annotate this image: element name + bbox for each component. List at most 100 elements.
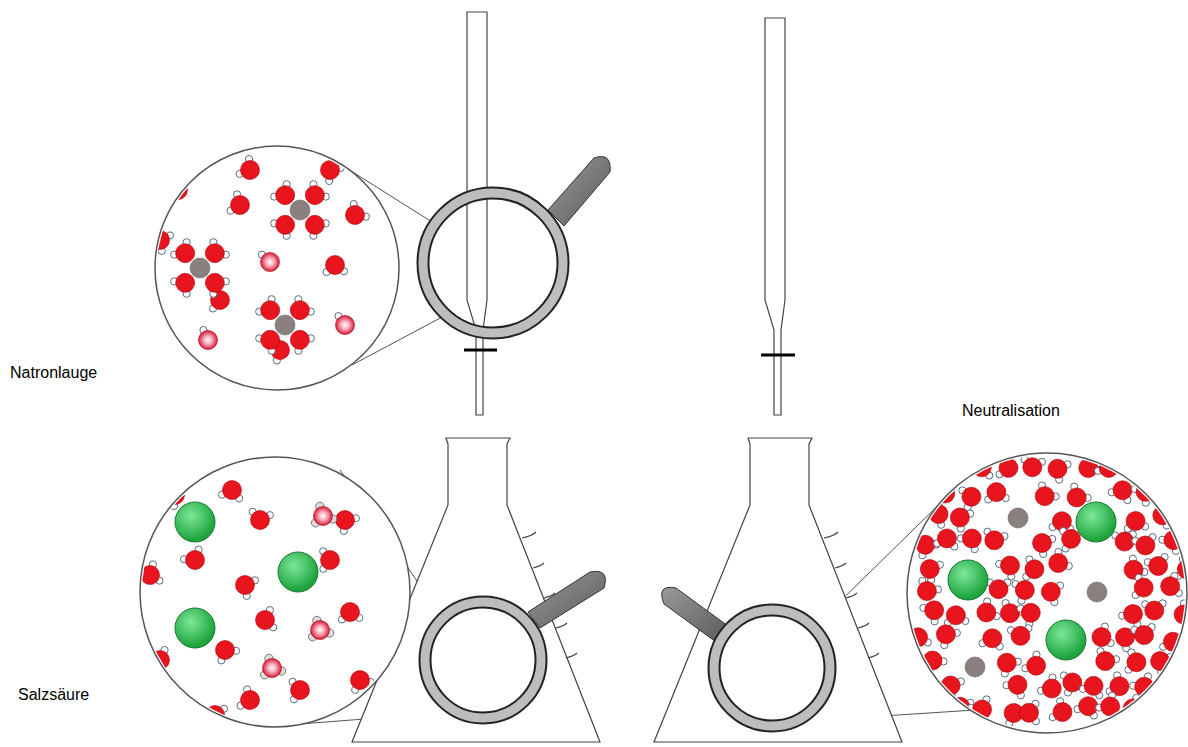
hydroxide-ion	[261, 253, 280, 272]
hydrogen-atom	[1148, 475, 1155, 482]
water-molecule	[962, 529, 981, 548]
water-molecule	[1171, 652, 1188, 671]
hydrogen-atom	[1179, 555, 1186, 562]
water-molecule	[1041, 582, 1060, 601]
hydrogen-atom	[937, 715, 944, 722]
water-molecule	[985, 531, 1004, 550]
burette-marks	[464, 350, 795, 355]
hydrogen-atom	[1138, 711, 1145, 718]
water-molecule	[1113, 481, 1132, 500]
water-molecule	[336, 511, 355, 530]
water-molecule	[923, 651, 942, 670]
water-molecule	[186, 551, 205, 570]
water-molecule	[1092, 628, 1111, 647]
water-molecule	[1042, 679, 1061, 698]
water-molecule	[1033, 533, 1052, 552]
water-molecule	[326, 256, 345, 275]
hydrogen-atom	[1187, 662, 1188, 669]
hydrogen-atom	[958, 714, 965, 721]
water-molecule	[1067, 488, 1086, 507]
hydrogen-atom	[937, 697, 944, 704]
water-molecule	[1170, 505, 1188, 524]
water-molecule	[341, 603, 360, 622]
hydrogen-atom	[1001, 454, 1008, 461]
water-molecule	[924, 700, 943, 719]
water-molecule	[305, 186, 324, 205]
water-molecule	[1164, 531, 1183, 550]
hydrogen-atom	[1175, 688, 1182, 695]
water-molecule	[1015, 581, 1034, 600]
water-molecule	[261, 301, 280, 320]
water-molecule	[1008, 675, 1027, 694]
sodium-ion	[1008, 508, 1028, 528]
water-molecule	[1135, 626, 1154, 645]
water-molecule	[1177, 560, 1188, 579]
water-molecule	[351, 671, 370, 690]
water-molecule	[1170, 457, 1188, 476]
water-molecule	[1096, 652, 1115, 671]
water-molecule	[1174, 605, 1188, 624]
water-molecule	[169, 181, 188, 200]
water-molecule	[276, 186, 295, 205]
chloride-ion	[948, 560, 988, 600]
hydrogen-atom	[1172, 501, 1179, 508]
water-molecule	[1001, 556, 1020, 575]
water-molecule	[1150, 698, 1169, 717]
water-molecule	[951, 697, 970, 716]
water-molecule	[1153, 506, 1172, 525]
water-molecule	[1079, 697, 1098, 716]
hydrogen-atom	[146, 655, 153, 662]
erlenmeyer-flasks	[352, 438, 902, 742]
water-molecule	[962, 487, 981, 506]
water-molecule	[241, 161, 260, 180]
hydrogen-atom	[925, 667, 932, 674]
hydrogen-atom	[929, 498, 936, 505]
water-molecule	[1079, 458, 1098, 477]
water-molecule	[915, 680, 934, 699]
water-molecule	[936, 625, 955, 644]
water-molecule	[290, 330, 309, 349]
hydrogen-atom	[161, 488, 168, 495]
water-molecule	[151, 651, 170, 670]
water-molecule	[1053, 703, 1072, 722]
hydrogen-atom	[1168, 518, 1175, 525]
water-molecule	[977, 603, 996, 622]
water-molecule	[936, 484, 955, 503]
sodium-ion	[290, 200, 310, 220]
sodium-ion	[1087, 582, 1107, 602]
water-molecule	[223, 481, 242, 500]
water-molecule	[1162, 673, 1181, 692]
water-molecule	[205, 273, 224, 292]
hydrogen-atom	[935, 481, 942, 488]
water-molecule	[1115, 532, 1134, 551]
hydrogen-atom	[912, 680, 919, 687]
water-molecule	[346, 206, 365, 225]
hydrogen-atom	[917, 696, 924, 703]
hydrogen-atom	[1179, 647, 1186, 654]
hydrogen-atom	[215, 722, 222, 729]
water-molecule	[241, 691, 260, 710]
water-molecule	[290, 301, 309, 320]
water-molecule	[1163, 632, 1182, 651]
water-molecule	[1126, 511, 1145, 530]
molecules-salzsaeure	[141, 481, 375, 729]
water-molecule	[1101, 697, 1120, 716]
water-molecule	[946, 606, 965, 625]
water-molecule	[1020, 703, 1039, 722]
water-molecule	[256, 611, 275, 630]
hydrogen-atom	[1167, 505, 1174, 512]
water-molecule	[176, 244, 195, 263]
oxonium-ion	[314, 507, 333, 526]
hydrogen-atom	[1133, 458, 1140, 465]
hydrogen-atom	[1133, 694, 1140, 701]
hydrogen-atom	[1175, 670, 1182, 677]
water-molecule	[1124, 605, 1143, 624]
water-molecule	[929, 505, 948, 524]
water-molecule	[321, 551, 340, 570]
hydrogen-atom	[1143, 458, 1150, 465]
hydroxide-ion	[199, 331, 218, 350]
water-molecule	[1149, 556, 1168, 575]
water-molecule	[1023, 458, 1042, 477]
water-molecule	[925, 601, 944, 620]
